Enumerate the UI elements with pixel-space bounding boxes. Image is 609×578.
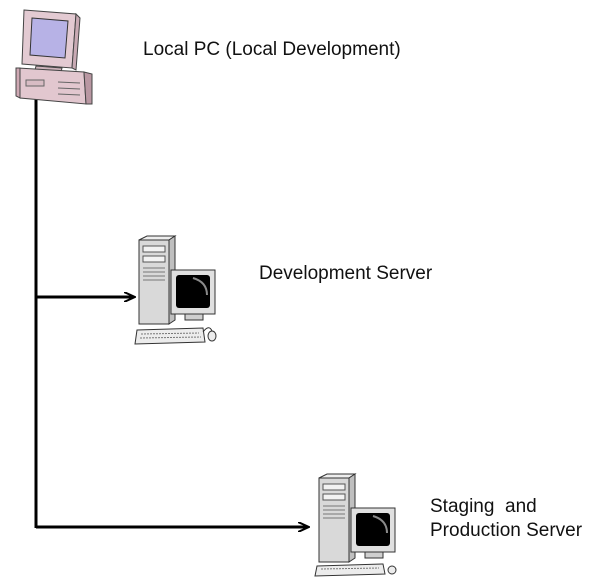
server-workstation-icon bbox=[134, 235, 217, 345]
connector-lines bbox=[34, 96, 308, 528]
desktop-pc-icon bbox=[15, 9, 93, 105]
development-server-label: Development Server bbox=[259, 263, 433, 284]
staging-production-server-label: Staging and Production Server bbox=[430, 496, 583, 541]
server-workstation-icon bbox=[314, 473, 397, 577]
local-pc-label: Local PC (Local Development) bbox=[143, 39, 401, 60]
